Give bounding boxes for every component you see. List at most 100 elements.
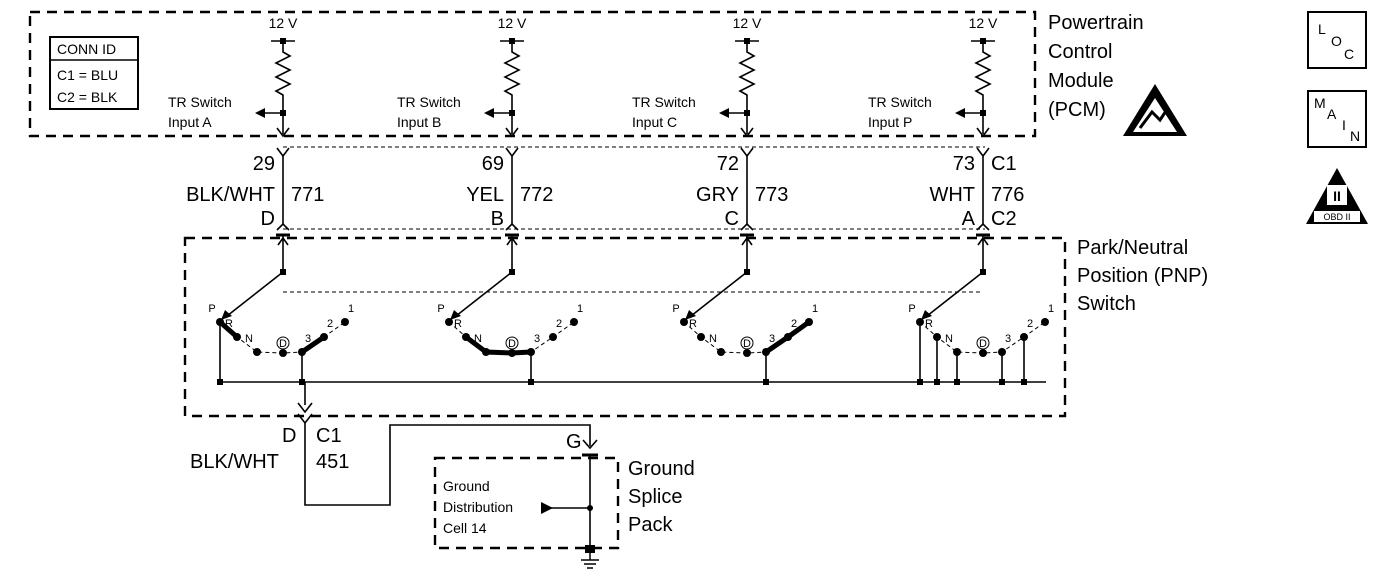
input-label-line1: TR Switch bbox=[868, 94, 932, 110]
supply-label: 12 V bbox=[498, 15, 527, 31]
position-label: N bbox=[474, 333, 482, 345]
ground-circuit-label: 451 bbox=[316, 451, 349, 473]
wire-color-label: GRY bbox=[696, 184, 739, 206]
cell-label-line1: Ground bbox=[443, 478, 490, 494]
position-label: 1 bbox=[577, 303, 583, 315]
bus-node bbox=[528, 379, 534, 385]
position-label: 3 bbox=[769, 333, 775, 345]
main-icon-a: A bbox=[1327, 106, 1337, 122]
contact-2 bbox=[784, 333, 792, 341]
bus-node bbox=[934, 379, 940, 385]
pcm-pin-label: 29 bbox=[253, 153, 275, 175]
pull-up-resistor bbox=[974, 44, 992, 113]
switch-input-arrow bbox=[741, 236, 753, 246]
drive-marker bbox=[740, 336, 754, 350]
supply-node bbox=[980, 38, 986, 44]
position-label: 2 bbox=[1027, 318, 1033, 330]
switch-pin-label: B bbox=[491, 208, 504, 230]
input-arrow bbox=[955, 108, 965, 118]
circuit-number-label: 773 bbox=[755, 184, 788, 206]
contact-P bbox=[445, 318, 453, 326]
bus-node bbox=[763, 379, 769, 385]
cell-label-line2: Distribution bbox=[443, 499, 513, 515]
contact-D bbox=[979, 349, 987, 357]
pnp-title-line2: Position (PNP) bbox=[1077, 265, 1208, 287]
pcm-boundary bbox=[28, 10, 1037, 138]
c2-terminal bbox=[505, 222, 519, 231]
pull-up-resistor bbox=[274, 44, 292, 113]
input-arrow bbox=[255, 108, 265, 118]
pnp-title-line3: Switch bbox=[1077, 293, 1136, 315]
input-label-line2: Input A bbox=[168, 114, 212, 130]
position-label: 3 bbox=[534, 333, 540, 345]
switch-arm bbox=[455, 271, 513, 317]
splice-connector-top bbox=[582, 439, 598, 450]
position-label: 1 bbox=[812, 303, 818, 315]
main-icon-i: I bbox=[1342, 117, 1346, 133]
conn-id-c2: C2 = BLK bbox=[57, 89, 118, 105]
switch-arm-tip bbox=[685, 310, 696, 320]
pcm-pin-label: 69 bbox=[482, 153, 504, 175]
position-label: D bbox=[279, 338, 287, 350]
ground-connector-symbol bbox=[297, 402, 313, 425]
wire-color-label: WHT bbox=[929, 184, 975, 206]
switch-arm-tip bbox=[450, 310, 461, 320]
pcm-pin-label: 72 bbox=[717, 153, 739, 175]
switch-arm-tip bbox=[921, 310, 932, 320]
input-label-line1: TR Switch bbox=[168, 94, 232, 110]
bus-node bbox=[217, 379, 223, 385]
conn-id-box: CONN ID C1 = BLU C2 = BLK bbox=[49, 36, 139, 110]
pcm-title-line4: (PCM) bbox=[1048, 99, 1106, 121]
position-label: P bbox=[437, 303, 444, 315]
position-label: P bbox=[208, 303, 215, 315]
switch-input-arrow bbox=[506, 236, 518, 246]
location-icon: L O C bbox=[1307, 11, 1367, 69]
wire-color-label: BLK/WHT bbox=[186, 184, 275, 206]
position-label: 1 bbox=[1048, 303, 1054, 315]
position-label: 2 bbox=[556, 318, 562, 330]
pcm-pin-label: 73 bbox=[953, 153, 975, 175]
esd-warning-icon bbox=[1123, 84, 1187, 136]
circuit-number-label: 772 bbox=[520, 184, 553, 206]
main-icon: M A I N bbox=[1307, 90, 1367, 148]
input-label-line1: TR Switch bbox=[632, 94, 696, 110]
position-label: N bbox=[945, 333, 953, 345]
pnp-boundary bbox=[183, 236, 1067, 418]
switch-arm bbox=[690, 271, 748, 317]
bus-node bbox=[954, 379, 960, 385]
cell-arrow bbox=[541, 502, 553, 514]
input-label-line1: TR Switch bbox=[397, 94, 461, 110]
pull-up-resistor bbox=[503, 44, 521, 113]
loc-icon-o: O bbox=[1331, 33, 1342, 49]
splice-pin-label: G bbox=[566, 431, 582, 453]
bridged-contacts bbox=[299, 334, 327, 355]
ground-connector-label: C1 bbox=[316, 425, 342, 447]
position-label: N bbox=[245, 333, 253, 345]
contact-1 bbox=[341, 318, 349, 326]
wire-color-label: YEL bbox=[466, 184, 504, 206]
supply-label: 12 V bbox=[733, 15, 762, 31]
loc-icon-c: C bbox=[1344, 46, 1354, 62]
input-label-line2: Input P bbox=[868, 114, 912, 130]
main-icon-m: M bbox=[1314, 95, 1326, 111]
contact-D bbox=[508, 349, 516, 357]
c1-terminal bbox=[276, 147, 290, 158]
switch-arm bbox=[926, 271, 984, 317]
position-label: 1 bbox=[348, 303, 354, 315]
switch-pin-label: A bbox=[962, 208, 976, 230]
conn-id-c1: C1 = BLU bbox=[57, 67, 118, 83]
contact-R bbox=[233, 333, 241, 341]
position-label: D bbox=[979, 338, 987, 350]
pcm-arrow bbox=[976, 127, 990, 138]
position-label: D bbox=[508, 338, 516, 350]
ground-color-label: BLK/WHT bbox=[190, 451, 279, 473]
contact-2 bbox=[320, 333, 328, 341]
contact-R bbox=[462, 333, 470, 341]
pull-up-resistor bbox=[738, 44, 756, 113]
drive-marker bbox=[976, 336, 990, 350]
